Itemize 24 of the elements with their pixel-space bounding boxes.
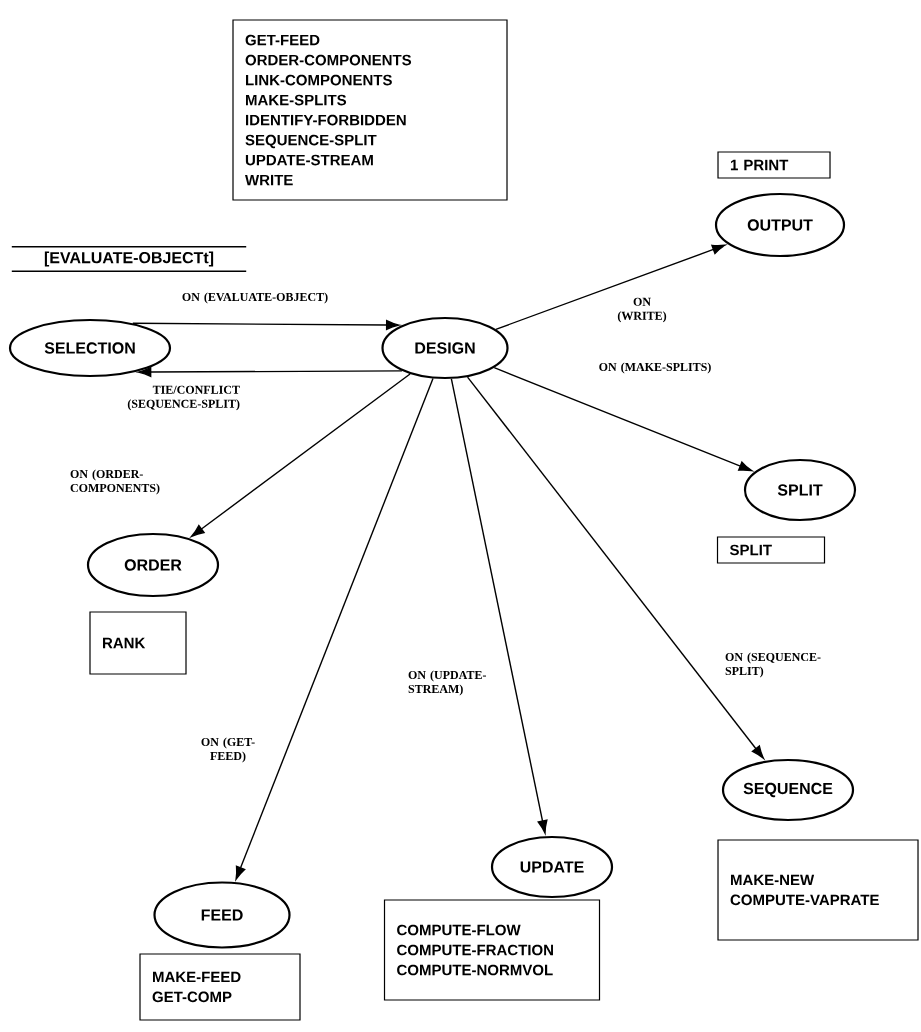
arrow (191, 373, 411, 537)
arrow (495, 244, 726, 331)
operator-box: 1 PRINT (717, 151, 831, 179)
arrow (493, 367, 753, 472)
operator-box: MAKE-FEED GET-COMP (139, 953, 301, 1021)
arrow (466, 376, 765, 760)
edge-label: TIE/CONFLICT (SEQUENCE-SPLIT) (127, 385, 240, 411)
edge-label: ON (UPDATE-STREAM) (408, 670, 486, 696)
operator-box: [EVALUATE-OBJECTt] (11, 246, 247, 272)
edge-label: ON (GET-FEED) (201, 737, 255, 763)
arrow (132, 320, 400, 331)
arrow (235, 377, 434, 880)
operator-box: COMPUTE-FLOW COMPUTE-FRACTION COMPUTE-NORMVOL (383, 899, 601, 1001)
operator-box: SPLIT (716, 536, 826, 564)
arrow (450, 378, 548, 834)
arrow (137, 367, 403, 378)
edge-label: ON (ORDER-COMPONENTS) (70, 469, 160, 495)
edge-label: ON (EVALUATE-OBJECT) (182, 292, 328, 304)
operator-box: MAKE-NEW COMPUTE-VAPRATE (717, 839, 919, 941)
operator-box: GET-FEED ORDER-COMPONENTS LINK-COMPONENTS MAKE-SPLITS IDENTIFY-FORBIDDEN SEQUENCE-SPLIT UPDATE-STREAM WRITE (232, 19, 508, 201)
edge-label: ON (WRITE) (617, 297, 667, 323)
edge-label: ON (SEQUENCE-SPLIT) (725, 652, 821, 678)
operator-box: RANK (89, 611, 187, 675)
edge-label: ON (MAKE-SPLITS) (599, 362, 711, 374)
